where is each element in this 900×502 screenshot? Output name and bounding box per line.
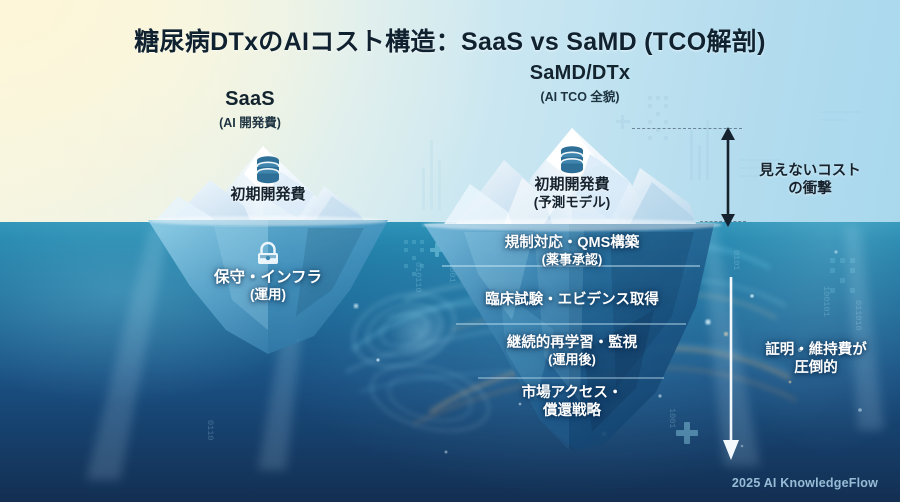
label-line2: (運用) xyxy=(250,287,286,303)
label-line2: (薬事承認) xyxy=(541,252,603,268)
label-samd-clinical-trial: 臨床試験・エビデンス取得 xyxy=(444,291,700,309)
label-line2: 償還戦略 xyxy=(543,403,601,420)
sky-background xyxy=(0,0,900,226)
label-saas-maintenance: 保守・インフラ (運用) xyxy=(180,268,356,304)
label-line2: (予測モデル) xyxy=(533,194,611,210)
label-samd-retraining: 継続的再学習・監視 (運用後) xyxy=(456,334,688,368)
annotation-line2: 圧倒的 xyxy=(794,360,838,377)
samd-heading: SaMD/DTx xyxy=(529,62,631,84)
guide-line-waterline xyxy=(700,221,746,222)
annotation-proof-cost: 証明・維持費が 圧倒的 xyxy=(736,341,896,377)
iceberg-samd xyxy=(422,128,722,450)
double-arrow-vertical-icon xyxy=(721,127,735,227)
annotation-line1: 証明・維持費が xyxy=(765,342,867,358)
column-header-saas: SaaS (AI 開発費) xyxy=(150,88,350,131)
label-line1: 市場アクセス・ xyxy=(521,385,623,401)
label-line1: 臨床試験・エビデンス取得 xyxy=(485,292,659,308)
database-icon xyxy=(256,156,280,184)
guide-line-top xyxy=(632,128,742,129)
label-line1: 初期開発費 xyxy=(534,176,610,193)
annotation-line2: の衝撃 xyxy=(788,181,832,198)
label-samd-market-access: 市場アクセス・ 償還戦略 xyxy=(466,384,678,420)
label-samd-regulatory: 規制対応・QMS構築 (薬事承認) xyxy=(456,234,688,268)
annotation-hidden-cost: 見えないコスト の衝撃 xyxy=(730,162,890,198)
samd-subheading: (AI TCO 全貌) xyxy=(540,90,620,104)
label-samd-initial-dev: 初期開発費 (予測モデル) xyxy=(482,176,662,212)
label-line1: 継続的再学習・監視 xyxy=(506,335,638,351)
lock-icon xyxy=(258,241,278,264)
annotation-line1: 見えないコスト xyxy=(759,163,861,179)
label-line2: (運用後) xyxy=(548,352,596,368)
iceberg-saas xyxy=(148,146,388,354)
label-line1: 規制対応・QMS構築 xyxy=(504,235,640,251)
label-line1: 保守・インフラ xyxy=(213,269,323,286)
down-arrow-icon xyxy=(723,277,739,460)
label-saas-initial-dev: 初期開発費 xyxy=(188,186,348,205)
page-title: 糖尿病DTxのAIコスト構造：SaaS vs SaMD (TCO解剖) xyxy=(134,28,766,56)
saas-subheading: (AI 開発費) xyxy=(219,116,281,130)
database-icon xyxy=(560,146,584,174)
saas-heading: SaaS xyxy=(225,88,275,110)
footer-watermark: 2025 AI KnowledgeFlow xyxy=(731,476,878,490)
column-header-samd: SaMD/DTx (AI TCO 全貌) xyxy=(470,62,690,105)
label-line1: 初期開発費 xyxy=(230,186,306,203)
